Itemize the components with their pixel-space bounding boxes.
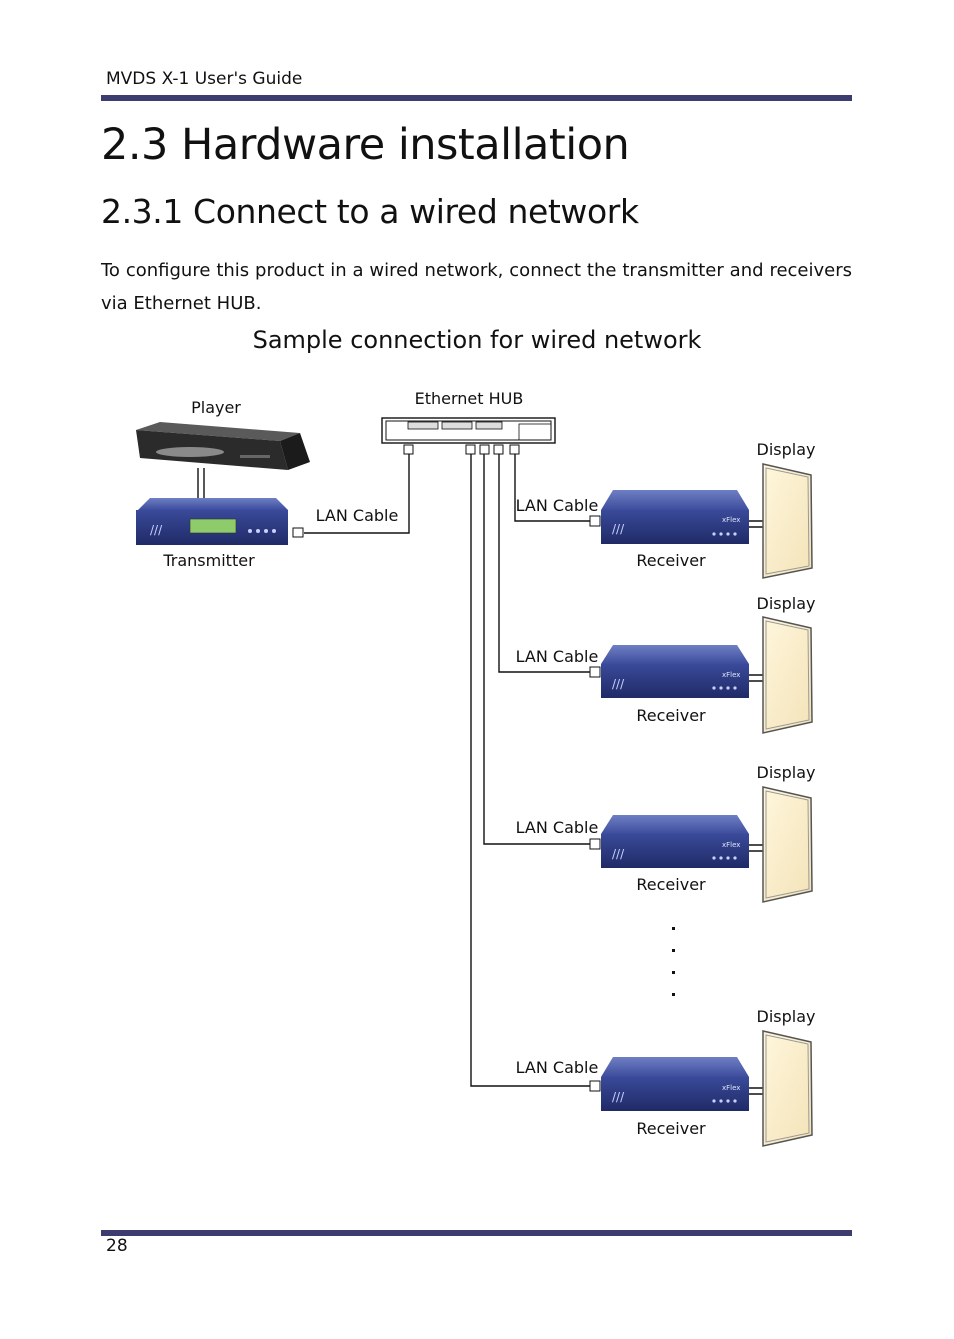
svg-text:///: ///	[612, 677, 625, 691]
display-label-4: Display	[757, 1007, 816, 1026]
player-label: Player	[191, 398, 241, 417]
receiver-device-4: /// xFlex	[589, 1057, 749, 1111]
lan-cable-label-1: LAN Cable	[516, 496, 599, 515]
ethernet-hub	[381, 417, 556, 455]
receiver-label-1: Receiver	[636, 551, 706, 570]
continuation-dots	[672, 927, 675, 996]
svg-text:xFlex: xFlex	[722, 841, 740, 849]
svg-text:xFlex: xFlex	[722, 1084, 740, 1092]
hub-label: Ethernet HUB	[415, 389, 524, 408]
cable-transmitter	[304, 454, 410, 534]
subsection-title: 2.3.1 Connect to a wired network	[101, 192, 639, 231]
transmitter-label: Transmitter	[162, 551, 255, 570]
running-head: MVDS X-1 User's Guide	[106, 69, 303, 89]
receiver-device-2: /// xFlex	[589, 645, 749, 698]
display-panel-4	[749, 1030, 813, 1147]
footer-rule	[101, 1230, 852, 1236]
lan-cable-label-transmitter: LAN Cable	[316, 506, 399, 525]
player-device	[136, 422, 310, 470]
receiver-label-2: Receiver	[636, 706, 706, 725]
display-label-3: Display	[757, 763, 816, 782]
svg-text:///: ///	[612, 1090, 625, 1104]
svg-text:///: ///	[612, 847, 625, 861]
display-label-1: Display	[757, 440, 816, 459]
cable-lines	[197, 454, 590, 1087]
receiver-device-1: /// xFlex	[589, 490, 749, 544]
receiver-device-3: /// xFlex	[589, 815, 749, 868]
page-number: 28	[106, 1236, 128, 1256]
display-label-2: Display	[757, 594, 816, 613]
section-title: 2.3 Hardware installation	[101, 120, 630, 170]
display-panel-2	[749, 616, 813, 734]
cable-receiver-1	[514, 454, 590, 522]
svg-text:///: ///	[612, 522, 625, 536]
cable-receiver-4	[470, 454, 590, 1087]
body-paragraph: To configure this product in a wired net…	[101, 260, 852, 314]
svg-text:xFlex: xFlex	[722, 516, 740, 524]
display-panel-1	[749, 463, 813, 579]
receiver-label-4: Receiver	[636, 1119, 706, 1138]
receiver-label-3: Receiver	[636, 875, 706, 894]
lan-cable-label-2: LAN Cable	[516, 647, 599, 666]
transmitter-device: ///	[136, 498, 304, 545]
svg-text:xFlex: xFlex	[722, 671, 740, 679]
figure-caption: Sample connection for wired network	[252, 326, 702, 354]
lan-cable-label-4: LAN Cable	[516, 1058, 599, 1077]
svg-text:///: ///	[150, 523, 163, 537]
cable-receiver-3	[483, 454, 590, 845]
display-panel-3	[749, 786, 813, 903]
cable-receiver-2	[498, 454, 590, 673]
header-rule	[101, 95, 852, 101]
lan-cable-label-3: LAN Cable	[516, 818, 599, 837]
